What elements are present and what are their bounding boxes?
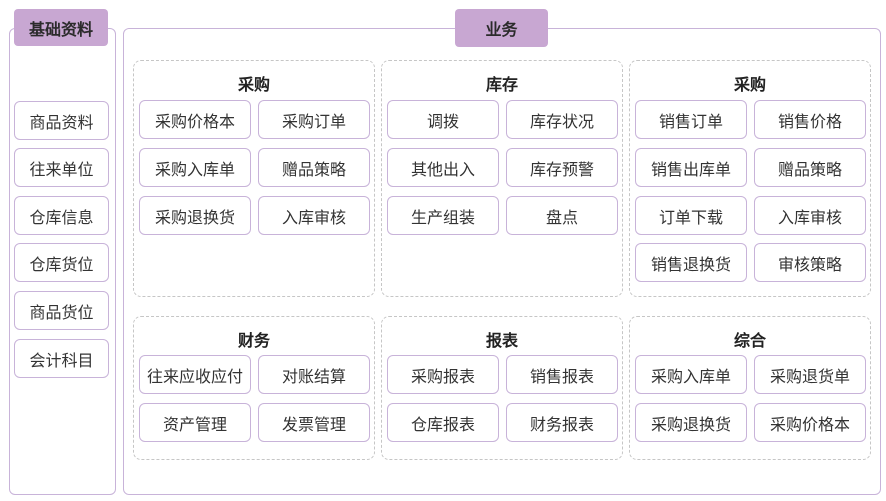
production-assembly-button[interactable]: 生产组装: [387, 196, 499, 235]
inventory-alert-button[interactable]: 库存预警: [506, 148, 618, 187]
sales-price-button[interactable]: 销售价格: [754, 100, 866, 139]
receivables-payables-button[interactable]: 往来应收应付: [139, 355, 251, 394]
reconciliation-button[interactable]: 对账结算: [258, 355, 370, 394]
stocktake-button[interactable]: 盘点: [506, 196, 618, 235]
purchase-order-button[interactable]: 采购订单: [258, 100, 370, 139]
section-title: 财务: [237, 331, 270, 350]
section-title: 库存: [485, 75, 518, 94]
purchase-price-book-button[interactable]: 采购价格本: [139, 100, 251, 139]
basic-item-warehouse-info[interactable]: 仓库信息: [14, 196, 109, 235]
basic-item-warehouse-location[interactable]: 仓库货位: [14, 243, 109, 282]
purchase-return-exchange-button[interactable]: 采购退换货: [635, 403, 747, 442]
sales-return-exchange-button[interactable]: 销售退换货: [635, 243, 747, 282]
section-title: 报表: [485, 331, 518, 350]
purchase-report-button[interactable]: 采购报表: [387, 355, 499, 394]
warehouse-report-button[interactable]: 仓库报表: [387, 403, 499, 442]
section-general: 综合 采购入库单 采购退货单 采购退换货 采购价格本: [629, 316, 871, 460]
section-reports: 报表 采购报表 销售报表 仓库报表 财务报表: [381, 316, 623, 460]
order-download-button[interactable]: 订单下载: [635, 196, 747, 235]
section-title: 采购: [733, 75, 766, 94]
section-sales: 采购 销售订单 销售价格 销售出库单 赠品策略 订单下载 入库审核 销售退换货 …: [629, 60, 871, 297]
basic-item-contacts[interactable]: 往来单位: [14, 148, 109, 187]
section-inventory: 库存 调拨 库存状况 其他出入 库存预警 生产组装 盘点: [381, 60, 623, 297]
gift-strategy-button[interactable]: 赠品策略: [258, 148, 370, 187]
purchase-return-exchange-button[interactable]: 采购退换货: [139, 196, 251, 235]
invoice-management-button[interactable]: 发票管理: [258, 403, 370, 442]
sales-order-button[interactable]: 销售订单: [635, 100, 747, 139]
review-strategy-button[interactable]: 审核策略: [754, 243, 866, 282]
section-title: 综合: [733, 331, 766, 350]
basic-item-product-info[interactable]: 商品资料: [14, 101, 109, 140]
section-finance: 财务 往来应收应付 对账结算 资产管理 发票管理: [133, 316, 375, 460]
sales-outbound-button[interactable]: 销售出库单: [635, 148, 747, 187]
purchase-return-button[interactable]: 采购退货单: [754, 355, 866, 394]
section-purchase: 采购 采购价格本 采购订单 采购入库单 赠品策略 采购退换货 入库审核: [133, 60, 375, 297]
sales-report-button[interactable]: 销售报表: [506, 355, 618, 394]
purchase-price-book-button[interactable]: 采购价格本: [754, 403, 866, 442]
inbound-review-button[interactable]: 入库审核: [754, 196, 866, 235]
section-title: 采购: [237, 75, 270, 94]
asset-management-button[interactable]: 资产管理: [139, 403, 251, 442]
basic-item-accounting-subjects[interactable]: 会计科目: [14, 339, 109, 378]
basic-item-product-location[interactable]: 商品货位: [14, 291, 109, 330]
inbound-review-button[interactable]: 入库审核: [258, 196, 370, 235]
transfer-button[interactable]: 调拨: [387, 100, 499, 139]
basic-info-tab[interactable]: 基础资料: [14, 9, 108, 46]
purchase-inbound-button[interactable]: 采购入库单: [635, 355, 747, 394]
gift-strategy-button[interactable]: 赠品策略: [754, 148, 866, 187]
purchase-inbound-button[interactable]: 采购入库单: [139, 148, 251, 187]
business-tab[interactable]: 业务: [455, 9, 548, 47]
finance-report-button[interactable]: 财务报表: [506, 403, 618, 442]
inventory-status-button[interactable]: 库存状况: [506, 100, 618, 139]
other-in-out-button[interactable]: 其他出入: [387, 148, 499, 187]
